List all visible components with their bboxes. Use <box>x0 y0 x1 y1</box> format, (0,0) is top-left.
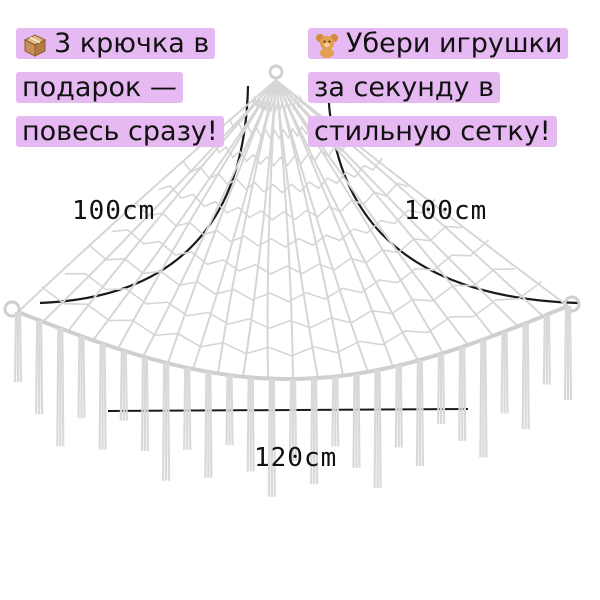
left-ring <box>3 300 21 318</box>
promo-left-line-1: 3 крючка в <box>54 28 210 59</box>
bottom-dimension-line <box>107 408 469 412</box>
promo-right-line-2: за секунду в <box>308 72 501 103</box>
top-ring <box>268 64 284 80</box>
fringe-tassels <box>13 305 573 497</box>
promo-left-line-3: повесь сразу! <box>16 116 224 147</box>
promo-right-line-1: Убери игрушки <box>346 28 563 59</box>
promo-left: 3 крючка в подарок — повесь сразу! <box>16 22 224 154</box>
left-dimension-curve <box>39 85 250 305</box>
left-side-length: 100cm <box>72 196 156 226</box>
teddy-bear-icon <box>316 33 338 58</box>
right-side-length: 100cm <box>404 196 488 226</box>
box-icon <box>23 33 47 57</box>
macrame-net <box>17 79 569 380</box>
promo-right-line-3: стильную сетку! <box>308 116 557 147</box>
promo-right: Убери игрушки за секунду в стильную сетк… <box>308 22 569 154</box>
bottom-width: 120cm <box>254 443 338 473</box>
promo-left-line-2: подарок — <box>16 72 183 103</box>
